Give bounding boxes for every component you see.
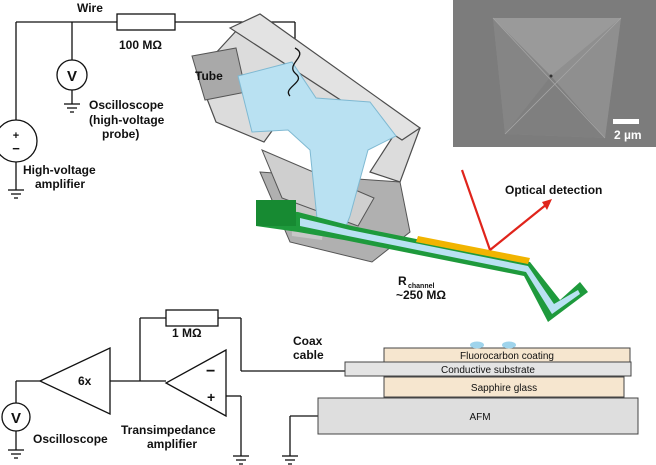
hv-plus: +	[13, 130, 19, 142]
cantilever	[256, 200, 588, 322]
scale-bar-label: 2 µm	[614, 128, 642, 142]
gain-amplifier-triangle	[38, 346, 111, 416]
sem-inset: 2 µm	[453, 0, 656, 147]
scale-bar	[613, 119, 639, 124]
fluid-channel	[237, 61, 397, 229]
hv-amplifier-label-1: High-voltage	[23, 163, 96, 177]
hv-amplifier-source-icon	[0, 119, 38, 163]
oscilloscope-hv-label-3: probe)	[102, 127, 139, 141]
voltmeter-v-bottom: V	[11, 410, 21, 427]
hv-circuit	[8, 21, 296, 199]
optical-detection-label: Optical detection	[505, 183, 602, 197]
hv-oscilloscope-icon	[56, 59, 88, 91]
transimpedance-amplifier-triangle	[164, 348, 227, 418]
tube-label: Tube	[195, 69, 223, 83]
coax-label-1: Coax	[293, 334, 323, 348]
resistor-1	[165, 309, 219, 327]
resistor-100	[116, 13, 176, 31]
wire-label: Wire	[77, 1, 103, 15]
fluorocarbon-label: Fluorocarbon coating	[460, 351, 554, 362]
oscilloscope-label: Oscilloscope	[33, 432, 108, 446]
optical-beam-arrowhead	[542, 199, 552, 210]
voltmeter-v-top: V	[67, 68, 77, 85]
optical-beam	[460, 169, 548, 251]
resistor-100-label: 100 MΩ	[119, 38, 162, 52]
gain-label: 6x	[78, 374, 92, 388]
afm-label: AFM	[469, 412, 490, 423]
resistor-1-label: 1 MΩ	[172, 326, 202, 340]
transimpedance-label-1: Transimpedance	[121, 423, 216, 437]
droplet-1	[470, 341, 484, 349]
oscilloscope-hv-label-2: (high-voltage	[89, 113, 165, 127]
afm-stage	[317, 397, 639, 435]
sapphire-layer	[383, 376, 625, 398]
oscilloscope-hv-label-1: Oscilloscope	[89, 98, 164, 112]
r-channel-label: R	[398, 274, 407, 288]
r-channel-value: ~250 MΩ	[396, 288, 446, 302]
coax-label-2: cable	[293, 348, 324, 362]
transimpedance-label-2: amplifier	[147, 437, 197, 451]
oscilloscope-icon	[1, 402, 31, 432]
sapphire-label: Sapphire glass	[471, 383, 537, 394]
r-channel-subscript: channel	[408, 283, 435, 290]
opamp-minus: −	[206, 363, 215, 380]
droplet-2	[502, 341, 516, 349]
conductive-label: Conductive substrate	[441, 365, 535, 376]
sample-stack	[317, 347, 639, 435]
wire-into-tube	[287, 47, 301, 97]
detection-circuit	[8, 317, 345, 465]
hv-minus: −	[12, 141, 20, 156]
gold-electrode	[416, 236, 530, 264]
hv-amplifier-label-2: amplifier	[35, 177, 85, 191]
opamp-plus: +	[207, 389, 215, 405]
